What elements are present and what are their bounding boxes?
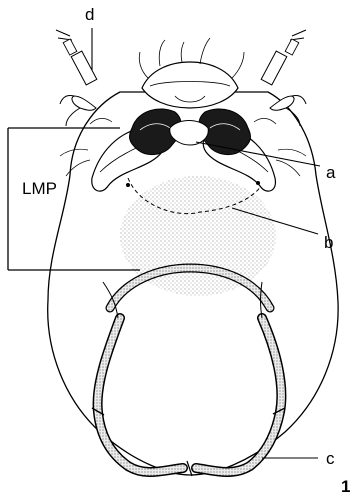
left-antenna (56, 30, 97, 85)
label-a: a (326, 164, 335, 181)
label-lmp: LMP (22, 180, 57, 197)
label-c: c (326, 450, 335, 467)
right-antenna (261, 30, 306, 85)
labrum (142, 62, 238, 108)
label-b: b (324, 234, 333, 251)
label-d: d (85, 6, 94, 23)
figure-number: 1 (341, 478, 350, 495)
